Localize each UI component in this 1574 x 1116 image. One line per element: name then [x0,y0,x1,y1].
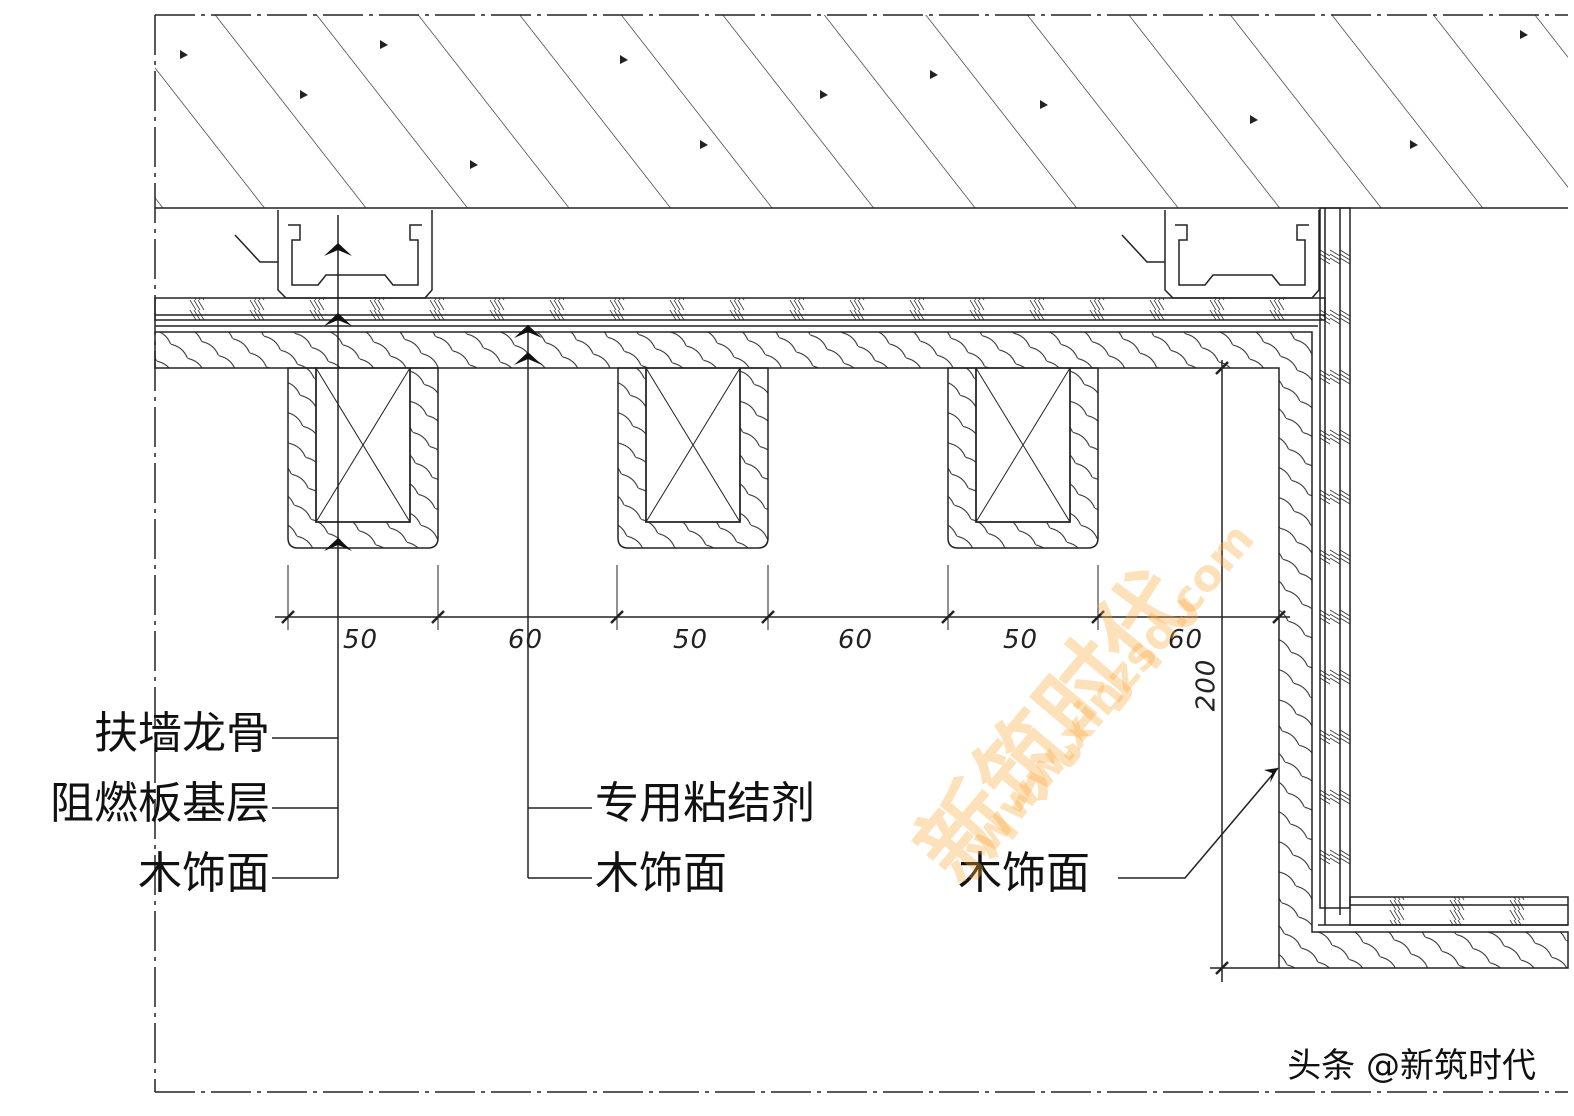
label-wood-veneer-left: 木饰面 [138,848,270,899]
label-wood-veneer-mid: 木饰面 [595,848,727,899]
credit-text: 头条 @新筑时代 [1287,1046,1536,1086]
dim-3: 50 [673,625,709,655]
label-fire-board: 阻燃板基层 [50,778,270,829]
label-adhesive: 专用粘结剂 [595,778,815,829]
dim-1: 50 [343,625,379,655]
wood-veneer [154,331,1569,969]
wall-stud-channel [234,210,433,299]
label-wood-veneer-right: 木饰面 [958,848,1090,899]
dim-4: 60 [838,625,874,655]
concrete-wall [155,15,1568,208]
dim-5: 50 [1003,625,1039,655]
label-wall-stud: 扶墙龙骨 [94,708,270,759]
dim-vertical: 200 [1191,658,1222,712]
dim-2: 60 [508,625,544,655]
dim-6: 60 [1168,625,1204,655]
